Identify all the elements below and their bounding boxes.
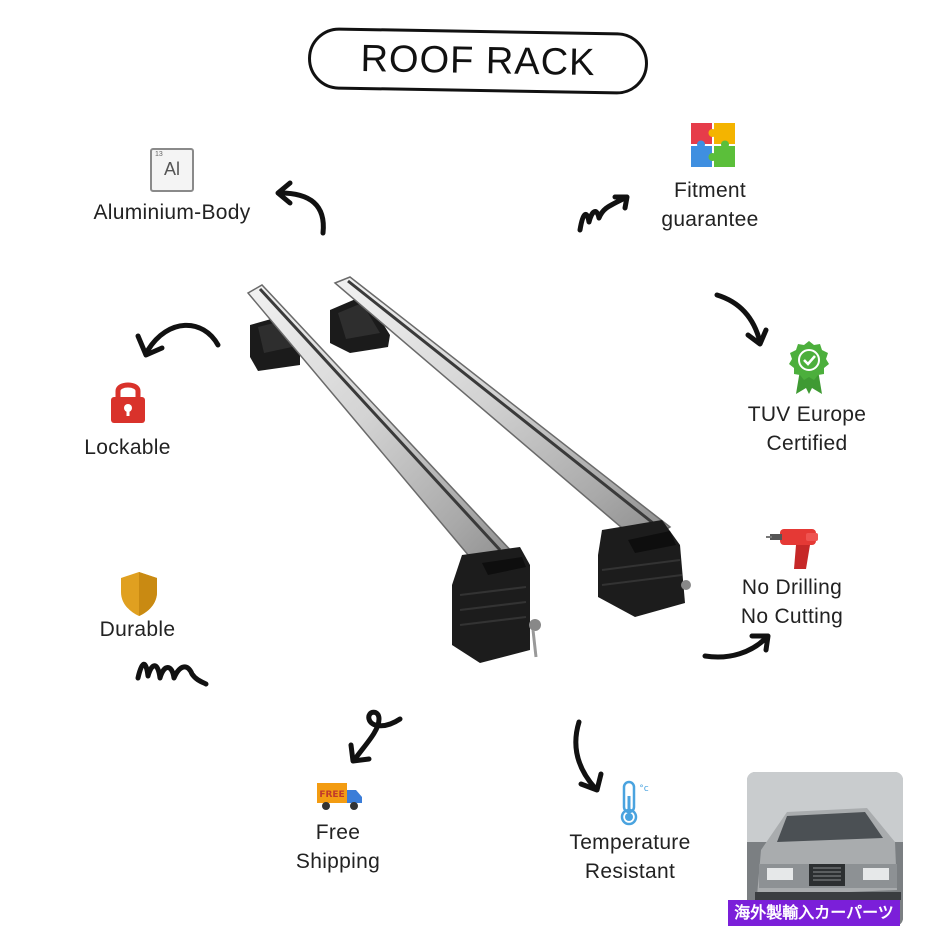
squiggle-arrow-icon xyxy=(577,194,630,233)
feature-aluminium-body: Aluminium-Body xyxy=(72,198,272,227)
roof-rack-illustration xyxy=(246,276,691,663)
feature-label-line1: Temperature xyxy=(569,831,691,854)
feature-tuv-certified: TUV Europe Certified xyxy=(722,400,892,458)
roof-bar-left xyxy=(246,284,517,576)
feature-free-shipping: Free Shipping xyxy=(268,818,408,876)
page-title: ROOF RACK xyxy=(307,27,649,95)
front-foot-left xyxy=(452,547,541,663)
feature-label: Lockable xyxy=(84,436,171,459)
rear-foot-right xyxy=(330,295,390,353)
squiggle-arrow-icon xyxy=(135,661,209,687)
element-symbol: Al xyxy=(163,159,180,179)
feature-label: Durable xyxy=(99,618,176,641)
curved-arrow-icon xyxy=(714,292,769,347)
certified-badge-icon xyxy=(789,341,829,394)
feature-temperature-resistant: Temperature Resistant xyxy=(545,828,715,886)
import-parts-tag: 海外製輸入カーパーツ xyxy=(728,900,900,926)
shield-icon xyxy=(121,572,157,616)
feature-no-drilling: No Drilling No Cutting xyxy=(712,573,872,631)
aluminium-element-icon: 13 Al xyxy=(150,148,194,192)
loop-arrow-icon xyxy=(348,709,403,764)
drill-icon xyxy=(766,529,818,569)
thermometer-icon: °c xyxy=(620,780,649,826)
curved-arrow-icon xyxy=(702,633,771,660)
feature-label-line1: No Drilling xyxy=(741,576,843,599)
feature-label: Aluminium-Body xyxy=(93,201,251,224)
feature-label-line1: Free xyxy=(315,821,361,844)
curved-arrow-icon xyxy=(135,322,221,358)
feature-lockable: Lockable xyxy=(60,433,195,462)
temperature-unit: °c xyxy=(639,784,649,794)
delivery-truck-icon: FREE xyxy=(317,783,362,810)
truck-free-text: FREE xyxy=(319,790,344,800)
feature-label-line1: Fitment xyxy=(673,179,747,202)
padlock-icon xyxy=(111,382,145,423)
element-number: 13 xyxy=(155,151,163,158)
roof-bar-right xyxy=(333,276,672,546)
feature-label-line2: Certified xyxy=(766,432,848,455)
feature-label-line2: guarantee xyxy=(661,208,759,231)
feature-label-line1: TUV Europe xyxy=(747,403,867,426)
feature-label-line2: Resistant xyxy=(584,860,676,883)
curved-arrow-icon xyxy=(573,719,604,793)
feature-label-line2: Shipping xyxy=(295,850,381,873)
feature-fitment-guarantee: Fitment guarantee xyxy=(630,176,790,234)
feature-durable: Durable xyxy=(70,615,205,644)
front-foot-right xyxy=(598,520,691,617)
puzzle-icon xyxy=(691,123,735,167)
curved-arrow-icon xyxy=(275,180,326,236)
feature-label-line2: No Cutting xyxy=(740,605,844,628)
